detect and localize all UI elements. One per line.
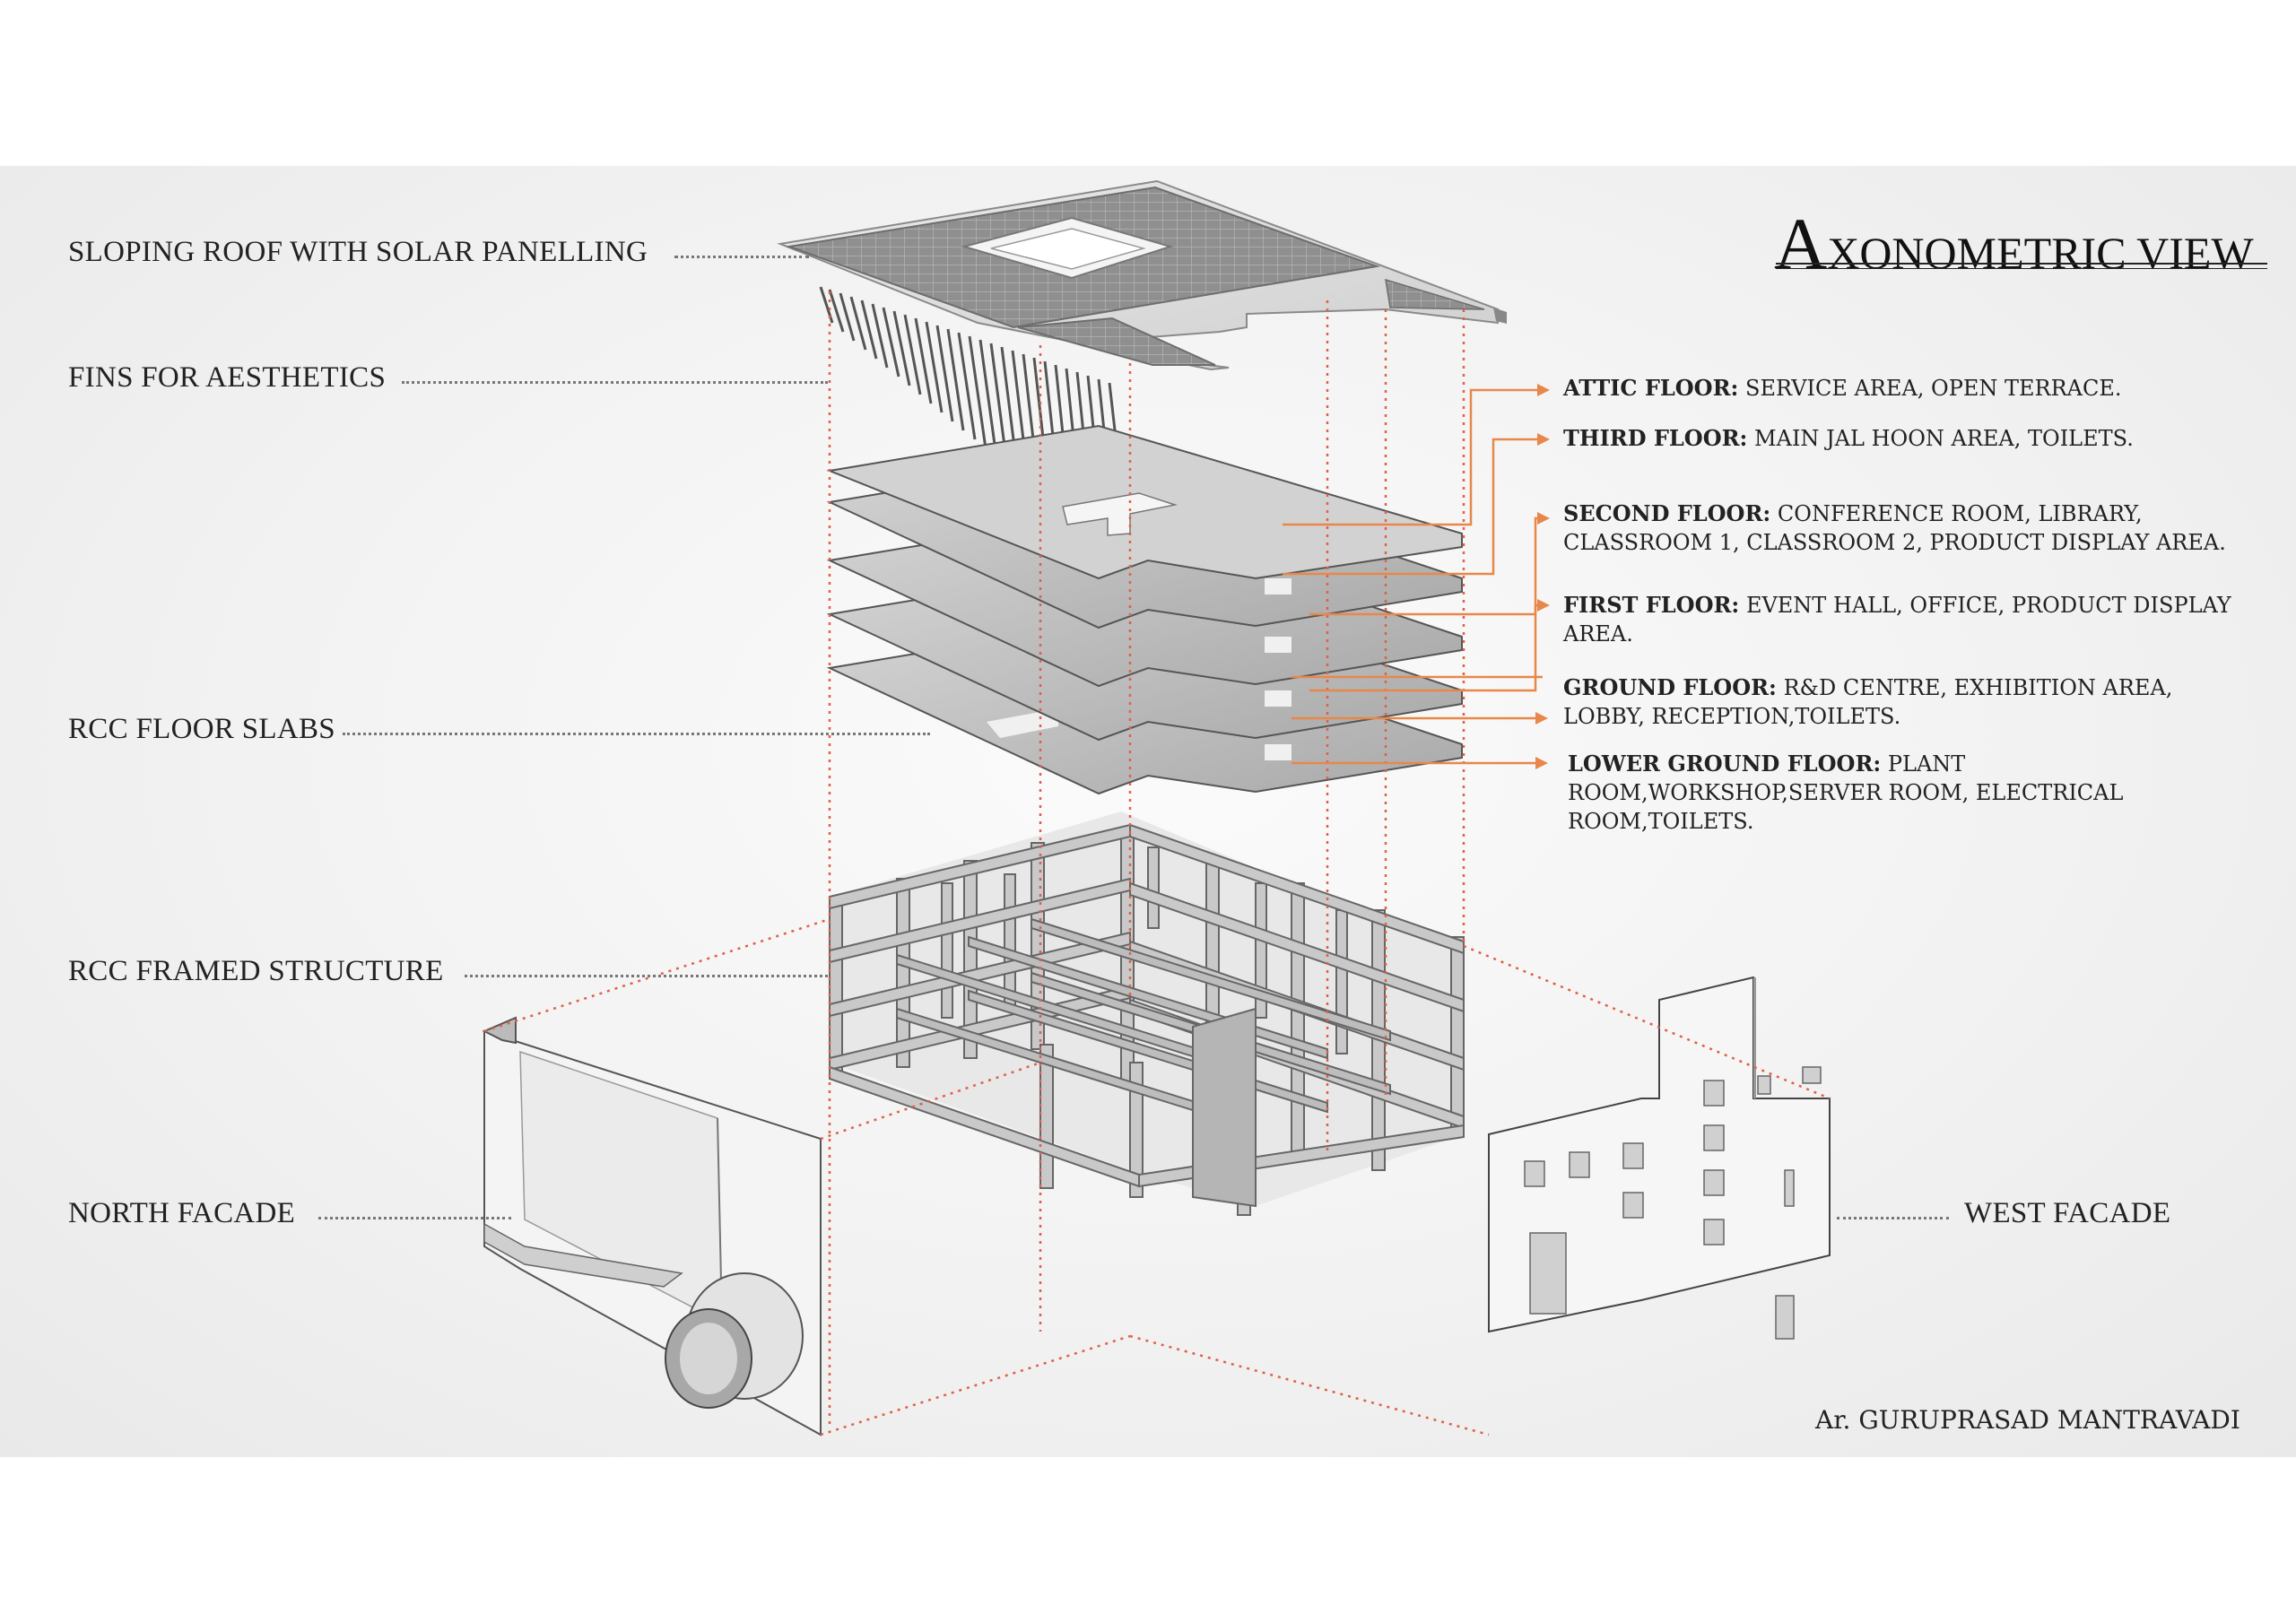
label-north-facade: NORTH FACADE: [68, 1197, 296, 1229]
label-sloping-roof: SLOPING ROOF WITH SOLAR PANELLING: [68, 236, 648, 268]
leader-rcc-frame: [465, 975, 828, 977]
floor-desc: MAIN JAL HOON AREA, TOILETS.: [1754, 426, 2134, 451]
title-rest: XONOMETRIC VIEW: [1827, 228, 2254, 278]
floor-desc: R&D CENTRE, EXHIBITION AREA, LOBBY, RECE…: [1563, 675, 2173, 729]
floor-slabs: [826, 424, 1463, 795]
floor-desc: CONFERENCE ROOM, LIBRARY, CLASSROOM 1, C…: [1563, 501, 2226, 555]
floor-ground: GROUND FLOOR: R&D CENTRE, EXHIBITION ARE…: [1563, 673, 2254, 731]
west-facade: [1488, 976, 1831, 1340]
rcc-frame: [829, 812, 1465, 1216]
label-rcc-framed-structure: RCC FRAMED STRUCTURE: [68, 955, 444, 987]
floor-name: THIRD FLOOR:: [1563, 425, 1748, 451]
floor-desc: PLANT ROOM,WORKSHOP,SERVER ROOM, ELECTRI…: [1568, 751, 2124, 834]
floor-desc: EVENT HALL, OFFICE, PRODUCT DISPLAY AREA…: [1563, 593, 2231, 647]
leader-sloping-roof: [674, 256, 809, 258]
projection-guides: [483, 291, 1831, 1436]
leader-floor-slabs: [343, 733, 930, 735]
page-title: AXONOMETRIC VIEW: [1774, 202, 2254, 286]
title-initial: A: [1774, 203, 1828, 284]
floor-lower-ground: LOWER GROUND FLOOR: PLANT ROOM,WORKSHOP,…: [1568, 750, 2213, 836]
label-west-facade: WEST FACADE: [1964, 1197, 2171, 1229]
floor-attic: ATTIC FLOOR: SERVICE AREA, OPEN TERRACE.: [1563, 374, 2281, 403]
floor-name: SECOND FLOOR:: [1563, 500, 1771, 526]
floor-desc: SERVICE AREA, OPEN TERRACE.: [1745, 376, 2122, 401]
axonometric-drawing: [482, 179, 1831, 1436]
architect-credit: Ar. GURUPRASAD MANTRAVADI: [1815, 1405, 2240, 1435]
label-rcc-floor-slabs: RCC FLOOR SLABS: [68, 713, 335, 745]
leader-fins: [402, 381, 828, 384]
floor-second: SECOND FLOOR: CONFERENCE ROOM, LIBRARY, …: [1563, 499, 2281, 557]
leader-west-facade: [1837, 1217, 1949, 1219]
north-facade: [482, 1016, 822, 1436]
diagram-canvas: SLOPING ROOF WITH SOLAR PANELLING FINS F…: [0, 166, 2296, 1457]
label-fins: FINS FOR AESTHETICS: [68, 361, 387, 394]
floor-name: GROUND FLOOR:: [1563, 674, 1777, 700]
floor-first: FIRST FLOOR: EVENT HALL, OFFICE, PRODUCT…: [1563, 591, 2281, 648]
floor-name: FIRST FLOOR:: [1563, 592, 1740, 618]
floor-name: ATTIC FLOOR:: [1563, 375, 1739, 401]
floor-leaders: [1283, 384, 1550, 769]
floor-third: THIRD FLOOR: MAIN JAL HOON AREA, TOILETS…: [1563, 424, 2281, 453]
floor-name: LOWER GROUND FLOOR:: [1568, 751, 1882, 777]
title-underline: [1776, 263, 2267, 265]
leader-north-facade: [318, 1217, 511, 1219]
sloping-roof: [777, 179, 1507, 371]
title-underline-thin: [1776, 268, 2267, 269]
